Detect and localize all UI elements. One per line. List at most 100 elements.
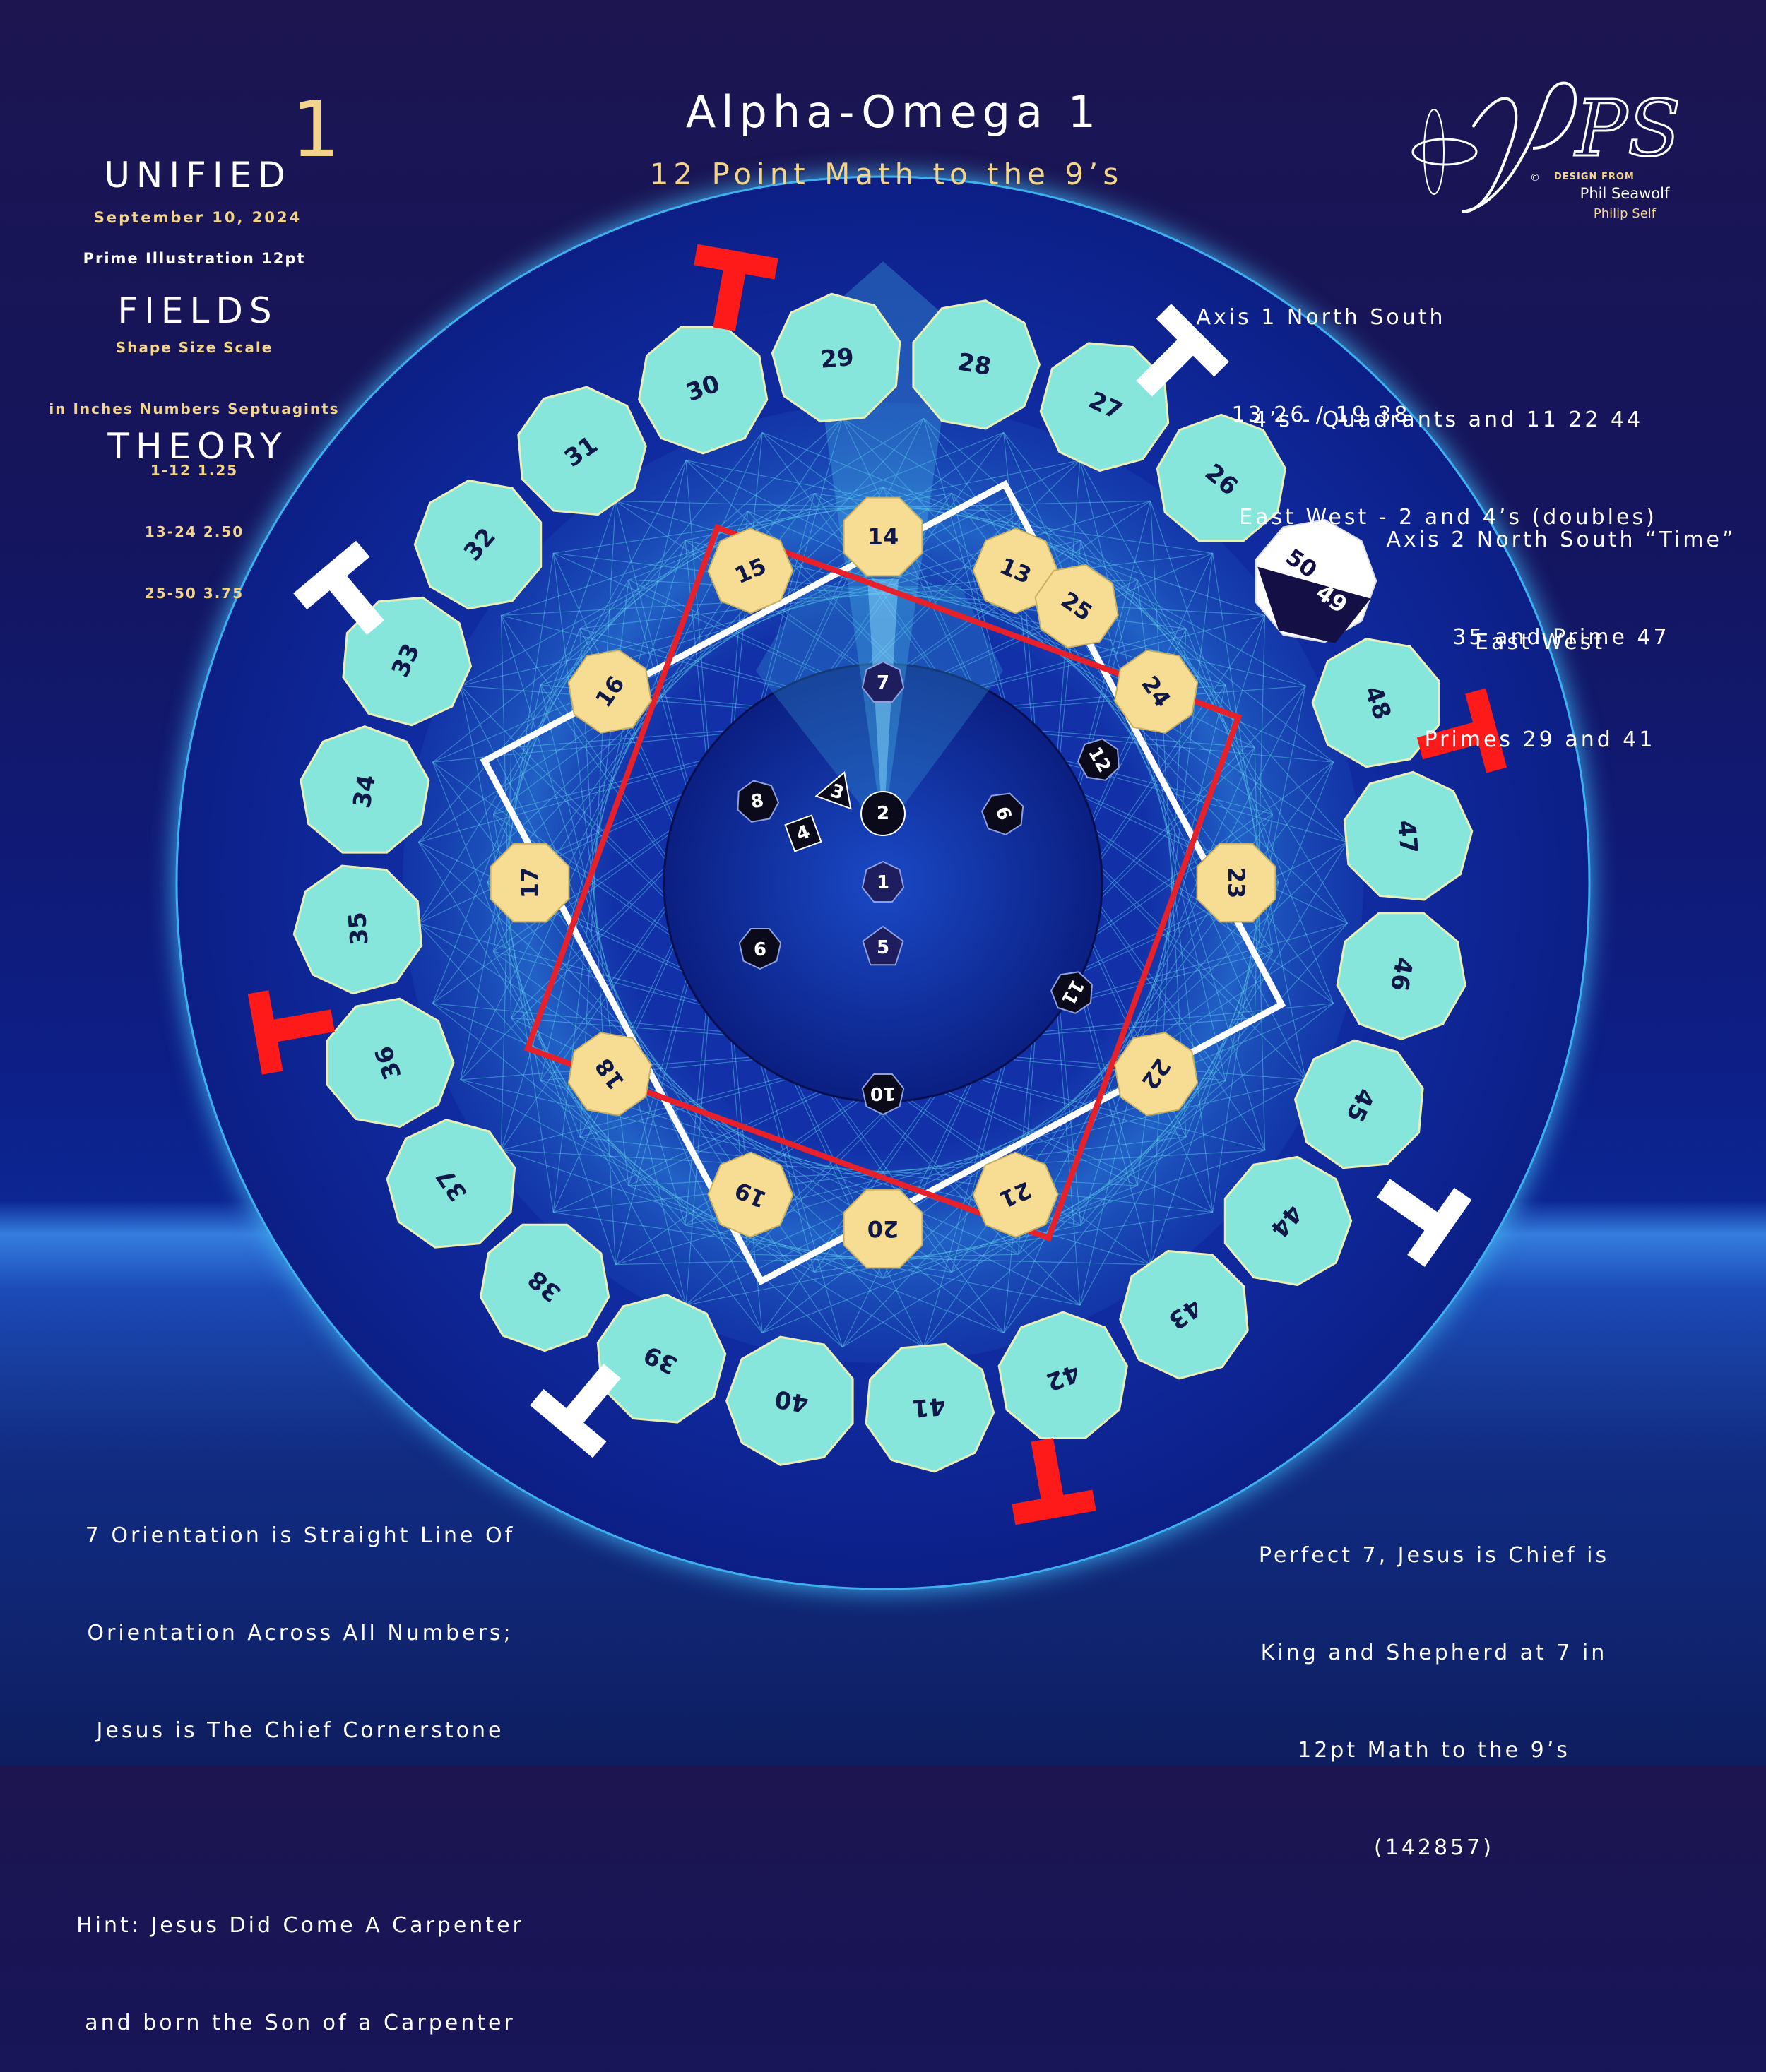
- middle-node: 24: [1114, 649, 1199, 734]
- web-line: [1003, 1018, 1255, 1333]
- beam-seven: [756, 586, 1003, 833]
- octagon-shape: [1034, 564, 1119, 649]
- note-east-west: East West Primes 29 and 41: [1342, 561, 1738, 789]
- web-line: [487, 882, 616, 1265]
- web-line: [1079, 460, 1274, 815]
- note-line: Primes 29 and 41: [1424, 727, 1656, 752]
- outer-node: 37: [386, 1119, 516, 1249]
- ps-logo: PS: [1411, 81, 1682, 213]
- inner-node: 6: [980, 792, 1024, 835]
- outer-node: 28: [912, 299, 1041, 430]
- web-line: [1079, 460, 1226, 1081]
- note-line: (142857): [1374, 1835, 1494, 1860]
- t-markers: [247, 244, 1507, 1525]
- circle-shape: [860, 791, 906, 836]
- web-line: [615, 1254, 1019, 1266]
- web-line: [1137, 842, 1349, 1186]
- note-bottom-right: Perfect 7, Jesus is Chief is King and Sh…: [1180, 1475, 1688, 1897]
- web-line: [432, 628, 581, 1004]
- outer-node: 45: [1293, 1039, 1424, 1169]
- scale-line: 1-12 1.25: [150, 462, 239, 479]
- web-line: [540, 500, 1151, 686]
- nonagon-shape: [1223, 1155, 1353, 1287]
- square-shape: [784, 814, 822, 852]
- web-line: [882, 487, 1265, 616]
- t-marker-icon: [1377, 1179, 1472, 1268]
- nonagon-shape: [865, 1342, 995, 1473]
- t-marker-icon: [1416, 688, 1507, 773]
- web-line: [615, 1080, 1226, 1266]
- note-line: 13 26 / 19 38: [1231, 403, 1411, 427]
- series-title: UNIFIED FIELDS THEORY: [92, 62, 304, 514]
- web-line: [579, 628, 616, 1265]
- inner-node-label: 2: [877, 803, 889, 824]
- web-line: [460, 511, 749, 1080]
- web-line: [761, 1185, 1138, 1334]
- main-subtitle: 12 Point Math to the 9’s: [649, 157, 1124, 191]
- note-line: Orientation Across All Numbers;: [87, 1621, 514, 1645]
- middle-node-label: 14: [867, 523, 899, 550]
- inner-node: 10: [861, 1073, 905, 1116]
- nonagon-shape: [725, 1335, 854, 1466]
- scale-line: in Inches Numbers Septuagints: [49, 400, 340, 417]
- inner-node: 3: [814, 770, 852, 810]
- web-line: [761, 432, 1273, 815]
- note-line: Axis 2 North South “Time”: [1386, 528, 1736, 552]
- heptagon-shape: [861, 660, 905, 703]
- web-line: [579, 417, 924, 629]
- nonagon-shape: [1039, 342, 1170, 472]
- octagon-shape: [707, 1151, 794, 1238]
- heptagon-shape: [738, 928, 782, 970]
- middle-node: 21: [972, 1151, 1059, 1238]
- web-line: [460, 492, 815, 686]
- middle-node: 15: [707, 528, 794, 614]
- web-line: [1018, 511, 1334, 763]
- logo-leaf-icon: [1411, 138, 1478, 166]
- middle-node-label: 17: [516, 867, 543, 899]
- inner-node-label: 8: [749, 790, 765, 814]
- outer-node: 41: [865, 1342, 995, 1473]
- octagon-shape: [972, 1151, 1059, 1238]
- nonagon-shape: [1293, 1039, 1424, 1169]
- web-line: [417, 842, 629, 1186]
- note-line: East West - 2 and 4’s (doubles): [1239, 505, 1657, 530]
- outer-node: 36: [326, 997, 455, 1128]
- note-axis1: Axis 1 North South 13 26 / 19 38: [1060, 237, 1582, 464]
- red-square: [523, 523, 1243, 1242]
- middle-node: 13: [972, 528, 1059, 614]
- note-line: Hint: Jesus Did Come A Carpenter: [76, 1913, 524, 1938]
- middle-node: 18: [567, 1032, 652, 1117]
- outer-node: 27: [1039, 342, 1170, 472]
- heptagon-shape: [1077, 738, 1120, 781]
- web-line: [540, 1080, 843, 1347]
- nonagon-shape: [479, 1223, 610, 1352]
- nonagon-shape: [342, 596, 473, 727]
- web-line: [501, 1150, 884, 1279]
- web-line: [1150, 628, 1187, 1265]
- t-marker-icon: [1136, 304, 1229, 397]
- web-line: [1254, 747, 1266, 1150]
- web-line: [493, 951, 1005, 1333]
- middle-node: 25: [1034, 564, 1119, 649]
- t-marker-icon: [530, 1364, 621, 1458]
- web-line: [1018, 1003, 1334, 1255]
- nonagon-shape: [1343, 770, 1474, 901]
- middle-node: 20: [843, 1189, 923, 1269]
- note-bottom-left: 7 Orientation is Straight Line Of Orient…: [49, 1455, 551, 2072]
- web-line: [761, 431, 1138, 580]
- logo-design-from: DESIGN FROM: [1554, 172, 1635, 182]
- web-line: [1080, 923, 1348, 1226]
- series-title-line-2: FIELDS: [117, 290, 278, 331]
- web-line: [951, 492, 1306, 686]
- web-line: [432, 761, 581, 1138]
- nonagon-shape: [292, 864, 423, 995]
- scale-block: Shape Size Scale in Inches Numbers Septu…: [28, 297, 360, 624]
- nonagon-shape: [413, 479, 543, 610]
- series-title-line-1: UNIFIED: [104, 155, 292, 196]
- outer-node-label: 47: [1392, 819, 1423, 855]
- web-line: [951, 1079, 1306, 1273]
- octagon-shape: [567, 1032, 652, 1117]
